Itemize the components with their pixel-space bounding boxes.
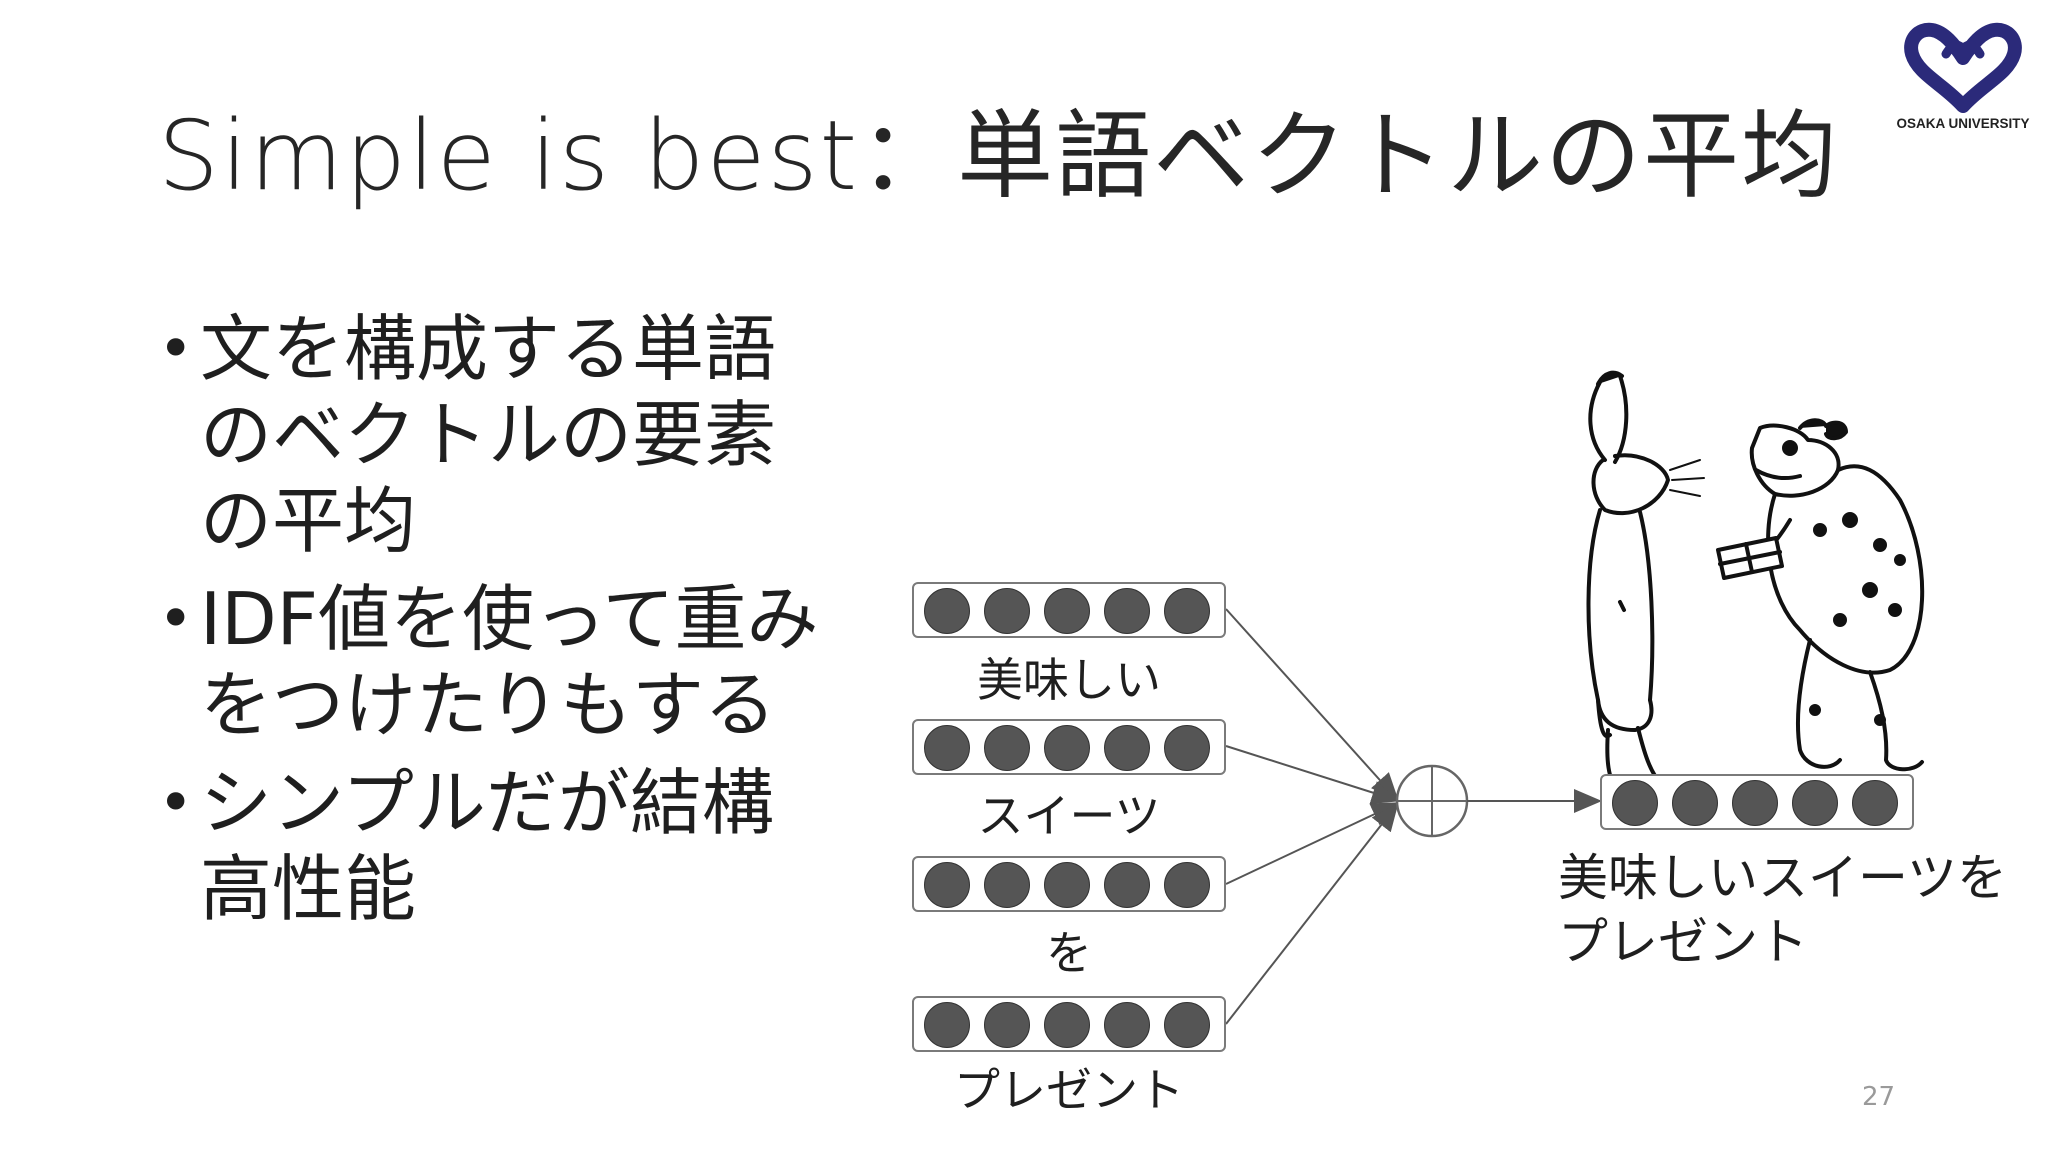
vector-element bbox=[1044, 725, 1090, 771]
vector-element bbox=[1104, 588, 1150, 634]
bullet-text: シンプルだが結構高性能 bbox=[200, 761, 774, 931]
connector-line bbox=[1225, 608, 1399, 801]
bullet-item: • IDF値を使って重みをつけたりもする bbox=[158, 576, 890, 748]
vector-element bbox=[1164, 588, 1210, 634]
word-vector bbox=[912, 856, 1226, 912]
bullet-item: • シンプルだが結構高性能 bbox=[158, 760, 820, 932]
result-vector-label: 美味しいスイーツをプレゼント bbox=[1558, 849, 2007, 971]
vector-element bbox=[1164, 725, 1210, 771]
vector-element bbox=[924, 588, 970, 634]
vector-element bbox=[924, 862, 970, 908]
vector-element bbox=[924, 725, 970, 771]
logo-mark-icon bbox=[1904, 22, 2022, 113]
vector-element bbox=[1164, 862, 1210, 908]
bullet-text: 文を構成する単語のベクトルの要素の平均 bbox=[200, 307, 777, 563]
vector-element bbox=[984, 862, 1030, 908]
connector-line bbox=[1225, 745, 1400, 805]
bullet-icon: • bbox=[158, 768, 194, 838]
word-vector bbox=[912, 996, 1226, 1052]
circled-plus-icon bbox=[1395, 764, 1469, 838]
bullet-item: • 文を構成する単語のベクトルの要素の平均 bbox=[158, 306, 820, 564]
logo-text: OSAKA UNIVERSITY bbox=[1896, 116, 2030, 131]
connector-line bbox=[1225, 802, 1400, 885]
vector-element bbox=[1044, 588, 1090, 634]
vector-element bbox=[984, 725, 1030, 771]
osaka-university-logo bbox=[1888, 14, 2038, 118]
word-vector-label: プレゼント bbox=[954, 1063, 1184, 1117]
connector-line bbox=[1225, 802, 1399, 1025]
word-vector-label: スイーツ bbox=[977, 789, 1161, 843]
vector-element bbox=[984, 1002, 1030, 1048]
bullet-text: IDF値を使って重みをつけたりもする bbox=[200, 577, 819, 747]
vector-element bbox=[984, 588, 1030, 634]
vector-element bbox=[1732, 780, 1778, 826]
word-vector-label: 美味しい bbox=[977, 653, 1161, 707]
word-vector bbox=[912, 582, 1226, 638]
bullet-icon: • bbox=[158, 584, 194, 654]
vector-element bbox=[1852, 780, 1898, 826]
result-vector bbox=[1600, 774, 1914, 830]
vector-element bbox=[1672, 780, 1718, 826]
bullet-icon: • bbox=[158, 314, 194, 384]
vector-element bbox=[1104, 1002, 1150, 1048]
vector-element bbox=[1164, 1002, 1210, 1048]
vector-element bbox=[1044, 1002, 1090, 1048]
slide-title: Simple is best：単語ベクトルの平均 bbox=[158, 100, 1840, 212]
vector-element bbox=[1104, 862, 1150, 908]
bullet-list: • 文を構成する単語のベクトルの要素の平均 • IDF値を使って重みをつけたりも… bbox=[158, 306, 858, 944]
page-number: 27 bbox=[1862, 1082, 1896, 1112]
vector-element bbox=[1104, 725, 1150, 771]
vector-element bbox=[1044, 862, 1090, 908]
rabbit-and-frog-illustration bbox=[1586, 370, 1925, 797]
word-vector bbox=[912, 719, 1226, 775]
vector-element bbox=[924, 1002, 970, 1048]
word-vector-label: を bbox=[1046, 926, 1092, 980]
vector-element bbox=[1612, 780, 1658, 826]
vector-element bbox=[1792, 780, 1838, 826]
